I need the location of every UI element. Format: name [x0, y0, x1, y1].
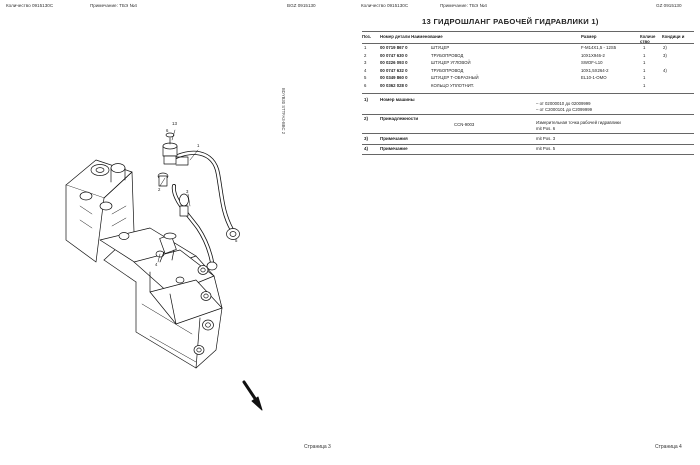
part-cond: 3) [663, 52, 667, 58]
note-title: Примечание [380, 146, 408, 151]
part-qty: 1 [643, 75, 646, 81]
note-number: 3) [364, 136, 369, 141]
part-pos: 3 [364, 60, 367, 66]
part-number: 00 0719 867 0 [380, 45, 408, 50]
part-name: ШТУЦЕР Т-ОБРАЗНЫЙ [431, 75, 479, 81]
part-cond: 4) [663, 67, 667, 73]
angle-fitting [159, 232, 177, 263]
part-name: ТРУБОПРОВОД [431, 67, 464, 73]
right-header-model: GZ 0915130 [656, 3, 682, 8]
left-header-quantity: Количество 0915130C [6, 3, 54, 8]
callout-2: 2 [158, 187, 161, 192]
part-cond: 2) [663, 45, 667, 50]
long-tube [167, 150, 235, 233]
callout-4: 4 [155, 262, 158, 267]
part-pos: 2 [364, 52, 367, 58]
lower-fitting [179, 193, 218, 271]
note-line: – от 02000010 до 02009999 [536, 101, 591, 106]
left-page-number: Страница 3 [304, 444, 331, 450]
note-line: mit Pos. 6 [536, 126, 556, 131]
tube-end-nut [226, 228, 240, 240]
callout-3: 3 [186, 189, 189, 194]
part-pos: 6 [364, 83, 367, 88]
part-number: 00 0362 028 0 [380, 83, 408, 88]
callout-13: 13 [172, 121, 178, 126]
left-header-model: BGZ 0915130 [287, 3, 316, 8]
part-size: EL10-1-OMO [581, 75, 607, 81]
note-title: Номер машины [380, 97, 415, 102]
note-number: 2) [364, 116, 369, 121]
part-name: КОЛЬЦО УПЛОТНИТ. [431, 83, 475, 88]
part-size: SWOF-L10 [581, 60, 603, 66]
column-cond: Кондици и [662, 34, 685, 39]
note-line: – от C2000101 до C2099999 [536, 107, 592, 112]
note-rule [362, 144, 694, 145]
t-fitting [157, 132, 189, 187]
table-bottom-rule [362, 93, 694, 94]
part-name: ТРУБОПРОВОД [431, 52, 464, 58]
callout-6: 6 [166, 128, 169, 133]
right-page-number: Страница 4 [655, 444, 682, 450]
left-page: Количество 0915130C Примечание: ТБЭ №4 B… [6, 3, 331, 450]
note-number: 1) [364, 97, 369, 102]
exploded-drawing [65, 129, 263, 411]
part-pos: 5 [364, 75, 367, 81]
right-header-quantity: Количество 0915130C [361, 3, 409, 8]
note-line: mit Pos. 5 [536, 146, 556, 151]
note-line: mit Pos. 3 [536, 136, 556, 141]
section-title: 13 ГИДРОШЛАНГ РАБОЧЕЙ ГИДРАВЛИКИ 1) [422, 17, 599, 26]
part-qty: 1 [643, 83, 646, 88]
part-number: 00 0349 860 0 [380, 75, 408, 81]
part-size: 10X1,5X264-2 [581, 67, 609, 73]
left-header-note: Примечание: ТБЭ №4 [90, 3, 137, 8]
note-title: Принадлежности [380, 116, 419, 121]
part-number: 00 0226 093 0 [380, 60, 408, 66]
note-number: 4) [364, 146, 369, 151]
part-size: F-M14X1,5 - 12S5 [581, 45, 617, 50]
note-line: Измерительная точка рабочей гидравлики [536, 120, 621, 125]
part-qty: 1 [643, 60, 646, 66]
right-page: Количество 0915130C Примечание: ТБЭ №4 G… [350, 0, 700, 465]
part-pos: 4 [364, 67, 367, 73]
note-rule [362, 133, 694, 134]
part-number: 00 0747 630 0 [380, 52, 408, 58]
note-rule [362, 154, 694, 155]
part-size: 10X1X946-2 [581, 52, 605, 58]
part-pos: 1 [364, 45, 367, 50]
callout-1: 1 [197, 143, 200, 148]
note-code: CCN-9003 [454, 122, 475, 127]
column-qty: Количе ство [640, 34, 656, 44]
column-part: Номер детали Наименование [380, 34, 443, 39]
note-title: Примечания [380, 136, 408, 141]
part-qty: 1 [643, 45, 646, 50]
column-size: Размер [581, 34, 597, 39]
table-header-rule [362, 43, 694, 44]
right-header-note: Примечание: ТБЭ №4 [440, 3, 487, 8]
table-top-rule [362, 31, 694, 32]
callout-5: 5 [235, 238, 238, 243]
part-number: 00 0747 632 0 [380, 67, 408, 73]
note-rule [362, 114, 694, 115]
part-qty: 1 [643, 52, 646, 58]
part-qty: 1 [643, 67, 646, 73]
column-pos: Поз. [362, 34, 371, 39]
part-name: ШТУЦЕР [431, 45, 450, 50]
part-name: ШТУЦЕР УГЛОВОЙ [431, 60, 471, 66]
valve-block [65, 159, 223, 369]
